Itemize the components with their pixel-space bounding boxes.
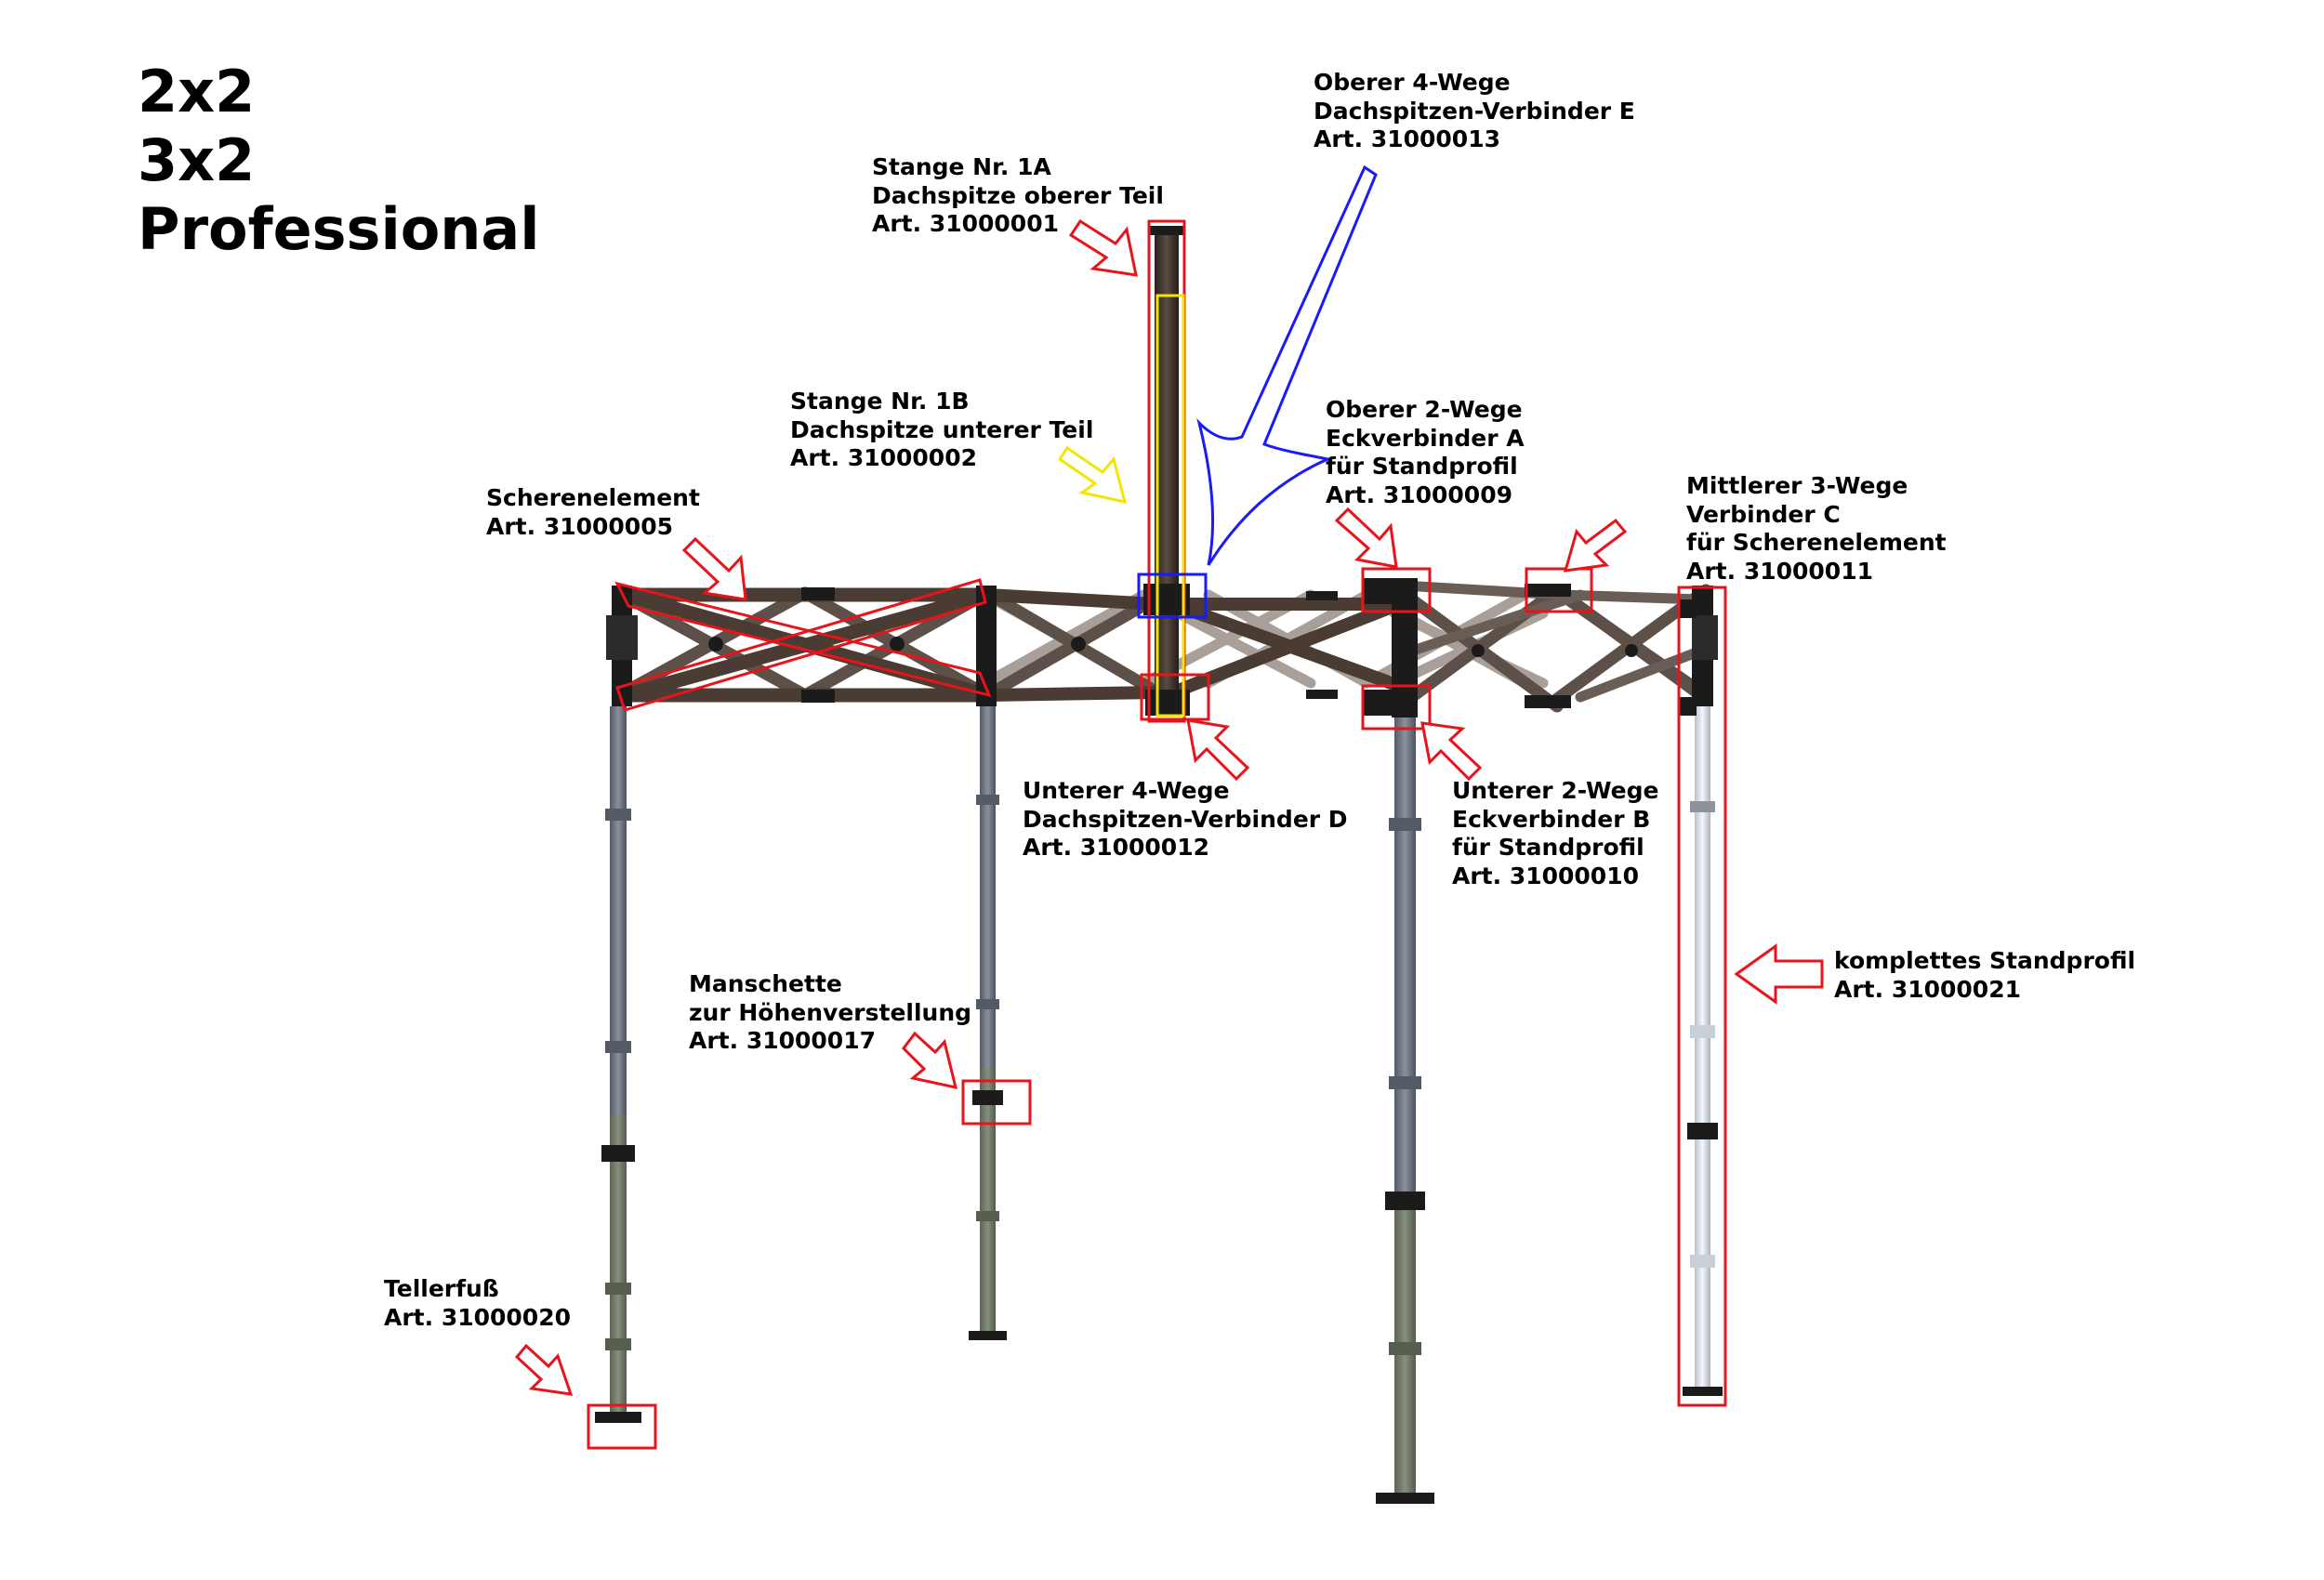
label-line: Stange Nr. 1B [790, 388, 970, 415]
label-stange-1a: Stange Nr. 1A Dachspitze oberer Teil Art… [872, 153, 1164, 239]
arrow-verbinder-e [1196, 165, 1378, 566]
label-scherenelement: Scherenelement Art. 31000005 [486, 484, 700, 541]
label-line: Scherenelement [486, 484, 700, 511]
label-line: Eckverbinder A [1326, 424, 1525, 452]
top-right-scissor-truss [1398, 580, 1707, 703]
label-line: Art. 31000013 [1314, 125, 1500, 152]
label-line: Dachspitzen-Verbinder E [1314, 97, 1635, 125]
arrow-manschette [902, 1031, 958, 1089]
box-scherenelement-a [614, 581, 992, 698]
label-line: Art. 31000020 [384, 1303, 571, 1331]
label-verbinder-d: Unterer 4-Wege Dachspitzen-Verbinder D A… [1023, 777, 1348, 862]
label-line: Oberer 2-Wege [1326, 396, 1523, 423]
label-line: Art. 31000021 [1834, 975, 2021, 1003]
label-manschette: Manschette zur Höhenverstellung Art. 310… [689, 970, 971, 1056]
arrow-verbinder-c [1563, 518, 1628, 573]
label-line: Unterer 4-Wege [1023, 777, 1230, 804]
title-line: 2x2 [138, 58, 256, 125]
label-line: Eckverbinder B [1452, 805, 1651, 833]
label-stange-1b: Stange Nr. 1B Dachspitze unterer Teil Ar… [790, 388, 1093, 473]
label-line: Oberer 4-Wege [1314, 69, 1511, 96]
arrow-stange-1b [1057, 445, 1128, 504]
truss-connectors [708, 578, 1697, 716]
title-line: Professional [138, 195, 540, 263]
box-standprofil [1677, 586, 1727, 1407]
title-line: 3x2 [138, 126, 256, 194]
label-line: Art. 31000002 [790, 444, 977, 471]
label-tellerfuss: Tellerfuß Art. 31000020 [384, 1275, 571, 1332]
arrow-tellerfuss [514, 1343, 574, 1396]
box-stange-1b [1155, 294, 1185, 718]
arrow-verbinder-d [1186, 718, 1250, 782]
label-line: komplettes Standprofil [1834, 947, 2136, 974]
label-verbinder-c: Mittlerer 3-Wege Verbinder C für Scheren… [1686, 472, 1947, 586]
label-line: Dachspitze unterer Teil [790, 415, 1094, 443]
label-line: für Standprofil [1326, 453, 1518, 480]
leg-front-left [595, 706, 641, 1423]
leg-rear-right [1683, 706, 1723, 1396]
label-line: Manschette [689, 970, 842, 997]
label-standprofil: komplettes Standprofil Art. 31000021 [1834, 947, 2135, 1004]
label-line: Tellerfuß [384, 1275, 499, 1302]
box-verbinder-d [1140, 673, 1210, 721]
product-title: 2x2 3x2 Professional [138, 58, 540, 264]
label-line: Art. 31000017 [689, 1027, 876, 1054]
leg-front-right [1376, 716, 1434, 1504]
label-line: Art. 31000001 [872, 210, 1059, 237]
leg-front-mid [969, 706, 1007, 1340]
box-tellerfuss [587, 1403, 657, 1450]
label-line: Mittlerer 3-Wege [1686, 472, 1908, 499]
label-line: Art. 31000012 [1023, 834, 1209, 861]
label-line: Dachspitze oberer Teil [872, 181, 1164, 209]
label-eckverbinder-b: Unterer 2-Wege Eckverbinder B für Standp… [1452, 777, 1658, 890]
label-line: Art. 31000009 [1326, 481, 1512, 508]
label-eckverbinder-a: Oberer 2-Wege Eckverbinder A für Standpr… [1326, 396, 1525, 509]
label-line: Art. 31000010 [1452, 862, 1639, 889]
label-line: zur Höhenverstellung [689, 998, 972, 1026]
box-eckverbinder-b [1361, 684, 1432, 731]
label-line: Dachspitzen-Verbinder D [1023, 805, 1348, 833]
box-verbinder-e [1137, 573, 1208, 619]
label-line: Unterer 2-Wege [1452, 777, 1659, 804]
arrow-scherenelement [681, 536, 747, 601]
callout-arrows [514, 165, 1824, 1396]
arrow-eckverbinder-b [1420, 721, 1483, 782]
label-line: Art. 31000005 [486, 512, 673, 540]
label-line: Verbinder C [1686, 500, 1841, 528]
arrow-stange-1a [1068, 218, 1138, 277]
arrow-eckverbinder-a [1334, 507, 1398, 569]
arrow-standprofil [1734, 943, 1824, 1005]
label-line: für Scherenelement [1686, 529, 1947, 556]
label-line: Art. 31000011 [1686, 557, 1873, 585]
box-manschette [961, 1079, 1032, 1126]
box-eckverbinder-a [1361, 567, 1432, 613]
box-verbinder-c [1525, 567, 1593, 613]
box-scherenelement-b [615, 578, 987, 712]
label-line: für Standprofil [1452, 834, 1644, 861]
label-line: Stange Nr. 1A [872, 153, 1051, 180]
callout-boxes [587, 219, 1727, 1450]
label-verbinder-e: Oberer 4-Wege Dachspitzen-Verbinder E Ar… [1314, 69, 1635, 154]
